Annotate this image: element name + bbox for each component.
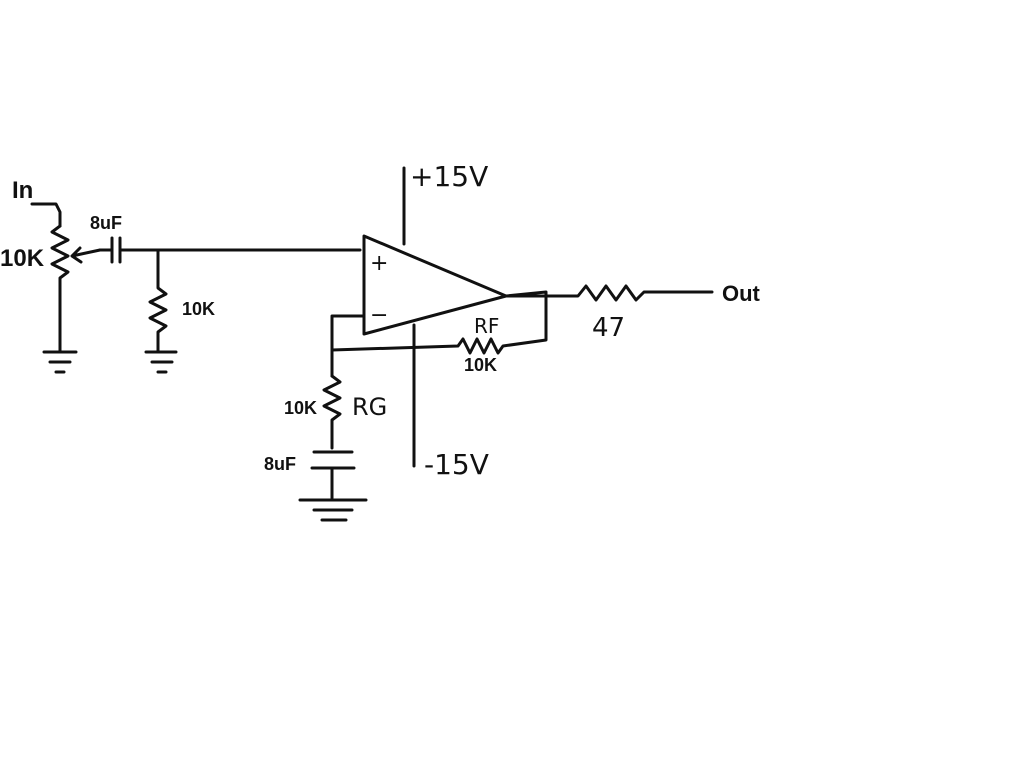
noninverting-input-sign: + (370, 251, 388, 276)
input-label: In (12, 177, 33, 204)
output-resistor (504, 284, 714, 302)
input-capacitor-value: 8uF (90, 213, 122, 233)
ground-symbol (144, 350, 178, 374)
inverting-input-sign: − (370, 303, 388, 328)
ground-capacitor (310, 450, 356, 500)
op-amp-symbol (362, 234, 508, 336)
wiper-and-input-capacitor (70, 236, 362, 264)
positive-supply-label: +15V (410, 160, 488, 193)
input-potentiometer (30, 202, 70, 354)
feedback-resistor-value: 10K (464, 355, 497, 375)
inverting-input-wire (330, 314, 366, 378)
potentiometer-value: 10K (0, 245, 45, 272)
gain-resistor-name: RG (352, 393, 387, 421)
output-label: Out (722, 281, 761, 306)
negative-supply-label: -15V (424, 448, 489, 481)
ground-symbol (42, 350, 78, 374)
ground-symbol (298, 498, 368, 522)
output-resistor-value: 47 (592, 313, 625, 343)
gain-resistor-value: 10K (284, 398, 317, 418)
feedback-network (330, 290, 548, 355)
rg-resistor (322, 374, 342, 450)
feedback-resistor-name: RF (474, 314, 499, 338)
bias-resistor (148, 248, 168, 354)
bias-resistor-value: 10K (182, 299, 215, 319)
ground-capacitor-value: 8uF (264, 454, 296, 474)
